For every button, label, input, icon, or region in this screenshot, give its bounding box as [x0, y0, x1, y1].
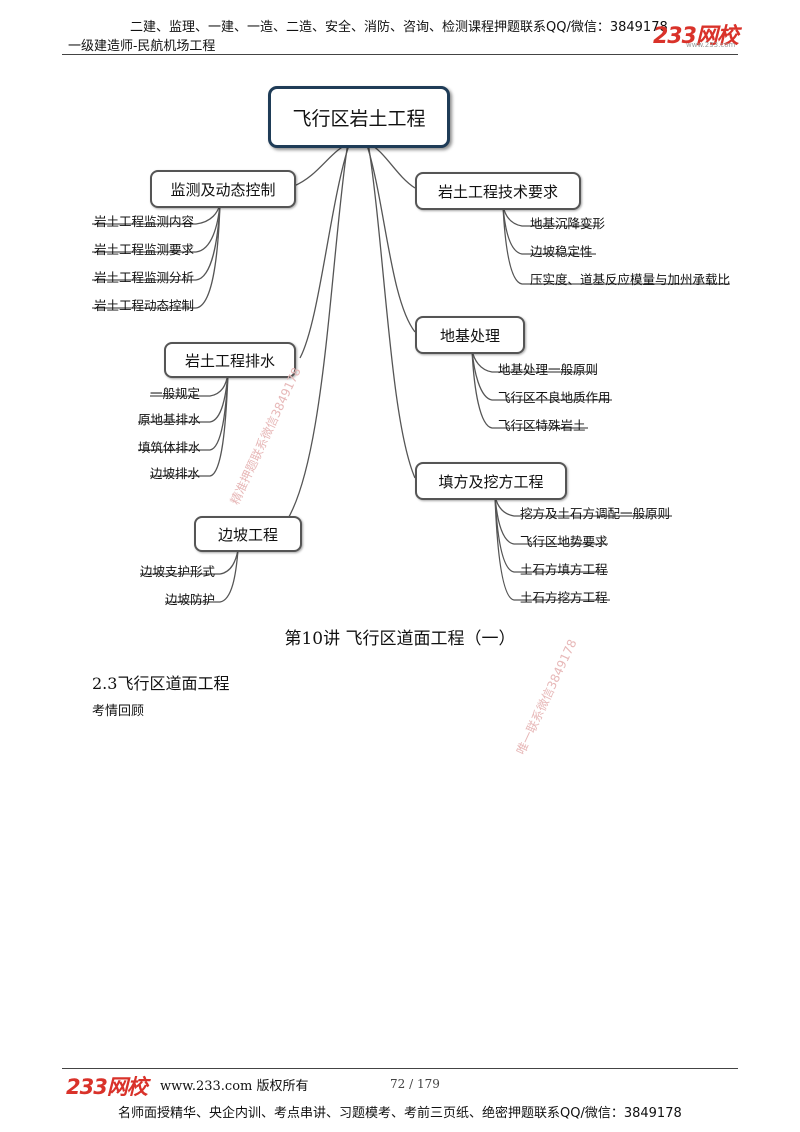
leaf-terrain-requirements: 飞行区地势要求: [520, 534, 608, 549]
leaf-general-rules: 一般规定: [150, 386, 201, 401]
section-subtitle: 考情回顾: [92, 704, 145, 719]
leaf-fill-drainage: 填筑体排水: [138, 440, 201, 455]
connector-root-drainage: [299, 141, 351, 359]
leaf-fill-works: 土石方填方工程: [520, 562, 608, 577]
leaf-slope-stability: 边坡稳定性: [530, 244, 593, 259]
connector-root-foundation: [365, 141, 416, 333]
mindmap-connectors: [92, 141, 730, 603]
page-number: 72 / 179: [390, 1077, 440, 1091]
branch-monitoring: 监测及动态控制: [150, 170, 296, 208]
branch-foundation-treatment: 地基处理: [415, 316, 525, 354]
branch-technical-requirements: 岩土工程技术要求: [415, 172, 581, 210]
leaf-slope-drainage: 边坡排水: [150, 466, 201, 481]
footer-logo: 233网校: [66, 1075, 148, 1099]
branch-drainage: 岩土工程排水: [164, 342, 296, 378]
mindmap: 飞行区岩土工程 监测及动态控制 岩土工程监测内容 岩土工程监测要求 岩土工程监测…: [92, 86, 731, 607]
leaf-monitor-analysis: 岩土工程监测分析: [94, 270, 195, 285]
footer-ad-text: 名师面授精华、央企内训、考点串讲、习题模考、考前三页纸、绝密押题联系QQ/微信：…: [118, 1106, 682, 1121]
leaf-excavation-works: 土石方挖方工程: [520, 590, 608, 605]
lecture-title: 第10讲 飞行区道面工程（一）: [284, 629, 516, 649]
section-title: 2.3飞行区道面工程: [92, 674, 230, 693]
leaf-compaction-cbr: 压实度、道基反应模量与加州承载比: [530, 272, 731, 287]
branch-fill-excavation: 填方及挖方工程: [415, 462, 567, 500]
leaf-settlement: 地基沉降变形: [530, 216, 606, 231]
connector-root-slope: [279, 141, 349, 531]
leaf-monitor-requirements: 岩土工程监测要求: [94, 242, 195, 257]
leaf-slope-protection: 边坡防护: [165, 592, 216, 607]
connector-root-fill: [367, 141, 416, 479]
mindmap-root: 飞行区岩土工程: [268, 86, 450, 148]
header-divider: [62, 54, 738, 55]
leaf-monitor-content: 岩土工程监测内容: [94, 214, 195, 229]
header-logo-url: www.233.com: [686, 41, 736, 49]
leaf-special-soil: 飞行区特殊岩土: [498, 418, 586, 433]
leaf-earthwork-balance: 挖方及土石方调配一般原则: [520, 506, 671, 521]
footer-divider: [62, 1068, 738, 1069]
header-subtitle: 一级建造师-民航机场工程: [68, 39, 216, 54]
leaf-slope-support: 边坡支护形式: [140, 564, 216, 579]
header-ad-text: 二建、监理、一建、一造、二造、安全、消防、咨询、检测课程押题联系QQ/微信：38…: [130, 20, 668, 35]
leaf-original-ground-drainage: 原地基排水: [138, 412, 201, 427]
leaf-dynamic-control: 岩土工程动态控制: [94, 298, 195, 313]
leaf-adverse-geology: 飞行区不良地质作用: [498, 390, 611, 405]
branch-slope-engineering: 边坡工程: [194, 516, 302, 552]
leaf-foundation-principles: 地基处理一般原则: [498, 362, 599, 377]
watermark-2: 唯一联系微信3849178: [513, 637, 580, 757]
footer-site: www.233.com 版权所有: [160, 1079, 309, 1094]
header-logo: 233网校: [653, 24, 739, 49]
